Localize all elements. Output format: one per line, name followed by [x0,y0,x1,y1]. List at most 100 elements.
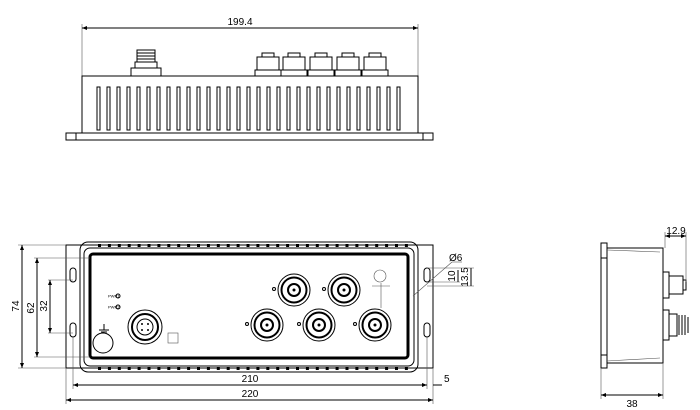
fin [246,86,251,131]
rib [365,367,369,370]
rib [236,244,240,247]
rib [187,367,191,370]
dim-width-total: 220 [242,389,259,400]
dim-slot-13-5: 13.5 [460,267,471,287]
rib [385,367,389,370]
rib [157,244,161,247]
dim-height-inner: 62 [26,302,37,314]
rib [216,244,220,247]
fin [396,86,401,131]
rib [117,244,121,247]
fin [386,86,391,131]
front-view: PWR1 PWR2 74 62 32 [11,241,474,404]
rib [266,367,270,370]
rib [355,244,359,247]
rib [246,367,250,370]
top-view: 199.4 [65,17,434,141]
rib [137,367,141,370]
rib [404,367,408,370]
fin [216,86,221,131]
fin [136,86,141,131]
fin [166,86,171,131]
mounting-plate [65,244,434,369]
m12-power-connector [127,309,179,345]
m12-power-connector-top [130,49,162,77]
housing-ribs [98,244,408,370]
mounting-flange [65,132,434,141]
rib [305,244,309,247]
rib [236,367,240,370]
housing-front [79,241,419,373]
rib [375,367,379,370]
rib [315,244,319,247]
led-label-pwr2: PWR2 [108,305,120,310]
data-connectors-top [254,52,389,77]
rib [226,244,230,247]
rib [206,244,210,247]
rib [226,367,230,370]
rib [127,244,131,247]
fin [176,86,181,131]
rib [167,367,171,370]
fin [116,86,121,131]
data-ports [245,273,392,342]
rib [276,244,280,247]
fin [356,86,361,131]
fin [146,86,151,131]
dim-hole-spacing: 32 [39,300,50,312]
housing-side [606,247,664,364]
m12-data-port [322,273,361,307]
rib [266,244,270,247]
fin [256,86,261,131]
rib [286,367,290,370]
dim-hole-pitch: 210 [242,374,259,385]
rib [107,244,111,247]
dim-connector: 12.9 [666,226,686,237]
rib [246,244,250,247]
side-view: 12.9 38 [600,226,689,410]
rib [286,244,290,247]
rib [127,367,131,370]
dim-slot-10: 10 [447,270,458,282]
fin [376,86,381,131]
fin [296,86,301,131]
rib [335,367,339,370]
rib [117,367,121,370]
rib [395,367,398,370]
fin [286,86,291,131]
cooling-fins [96,86,401,131]
rib [167,244,171,247]
front-dimensions: 74 62 32 210 220 5 Ø6 10 13.5 [11,244,474,404]
fin [196,86,201,131]
fin [186,86,191,131]
fin [96,86,101,131]
data-connector [280,52,308,77]
rib [296,367,299,370]
dim-depth: 38 [626,399,638,410]
rib [404,244,408,247]
rib [98,367,101,370]
rib [276,367,280,370]
rib [187,244,191,247]
mounting-slots [69,267,431,338]
fin [226,86,231,131]
fin [236,86,241,131]
dim-height-total: 74 [11,300,22,312]
rib [345,244,349,247]
rib [375,244,379,247]
rib [325,367,329,370]
rib [216,367,220,370]
dim-length-label: 199.4 [227,17,252,28]
rib [315,367,319,370]
fin [326,86,331,131]
rib [147,367,151,370]
pin-legend [372,269,390,308]
m12-data-port [297,308,336,342]
rib [206,367,210,370]
dim-edge: 5 [444,374,450,385]
rib [197,244,200,247]
rib [385,244,389,247]
front-panel [88,252,410,360]
ground-terminal [92,324,114,354]
